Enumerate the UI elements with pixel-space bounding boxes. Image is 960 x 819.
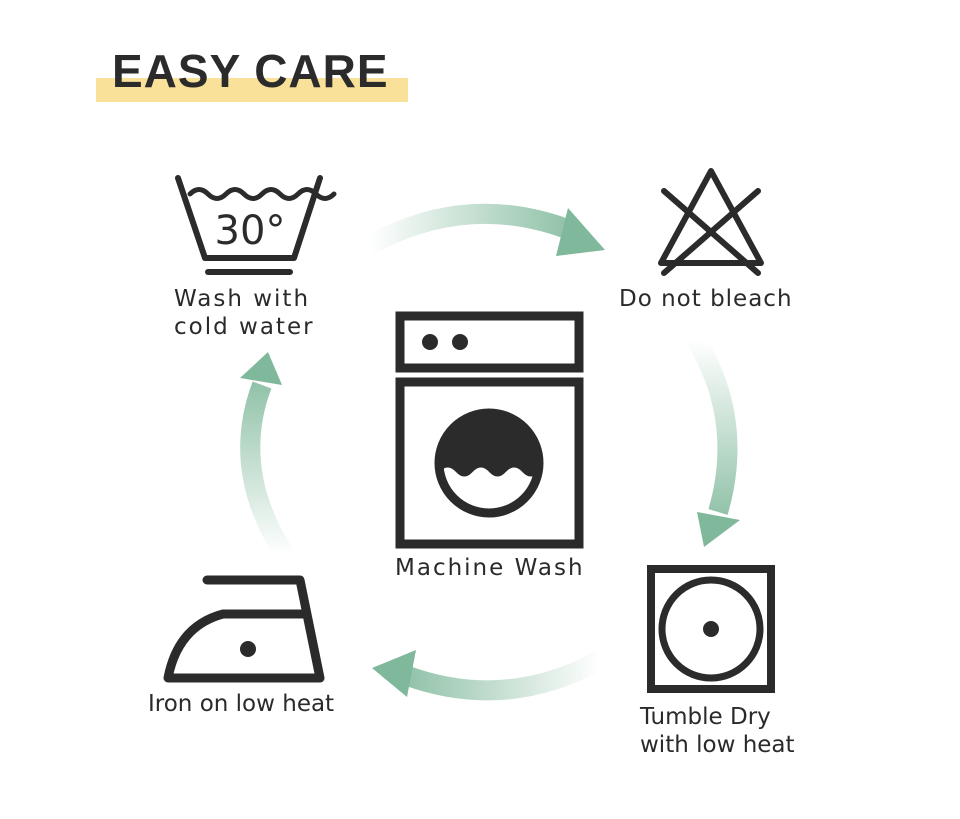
machine-wash-label: Machine Wash bbox=[395, 555, 585, 581]
wash-tub-icon: 30° bbox=[175, 175, 337, 275]
washing-machine-icon bbox=[395, 311, 584, 549]
arrow-left bbox=[240, 352, 294, 561]
iron-icon bbox=[163, 575, 325, 683]
wash-label-line-1: Wash with bbox=[174, 286, 311, 312]
tumble-dry-icon bbox=[647, 565, 775, 693]
wash-temperature: 30° bbox=[215, 208, 286, 254]
page-title: EASY CARE bbox=[112, 45, 389, 97]
tumble-dry-label-line-1: Tumble Dry bbox=[640, 704, 771, 730]
title-highlight bbox=[96, 78, 408, 102]
no-bleach-icon bbox=[658, 168, 764, 276]
arrow-top bbox=[365, 203, 605, 256]
wash-label-line-2: cold water bbox=[174, 314, 315, 340]
iron-label: Iron on low heat bbox=[148, 691, 335, 717]
bleach-label: Do not bleach bbox=[619, 286, 793, 312]
wash-label: Wash with cold water bbox=[174, 285, 315, 341]
tumble-dry-label-line-2: with low heat bbox=[640, 732, 795, 758]
tumble-dry-label: Tumble Dry with low heat bbox=[640, 703, 795, 759]
arrow-right bbox=[686, 332, 740, 547]
arrow-bottom bbox=[372, 650, 605, 701]
